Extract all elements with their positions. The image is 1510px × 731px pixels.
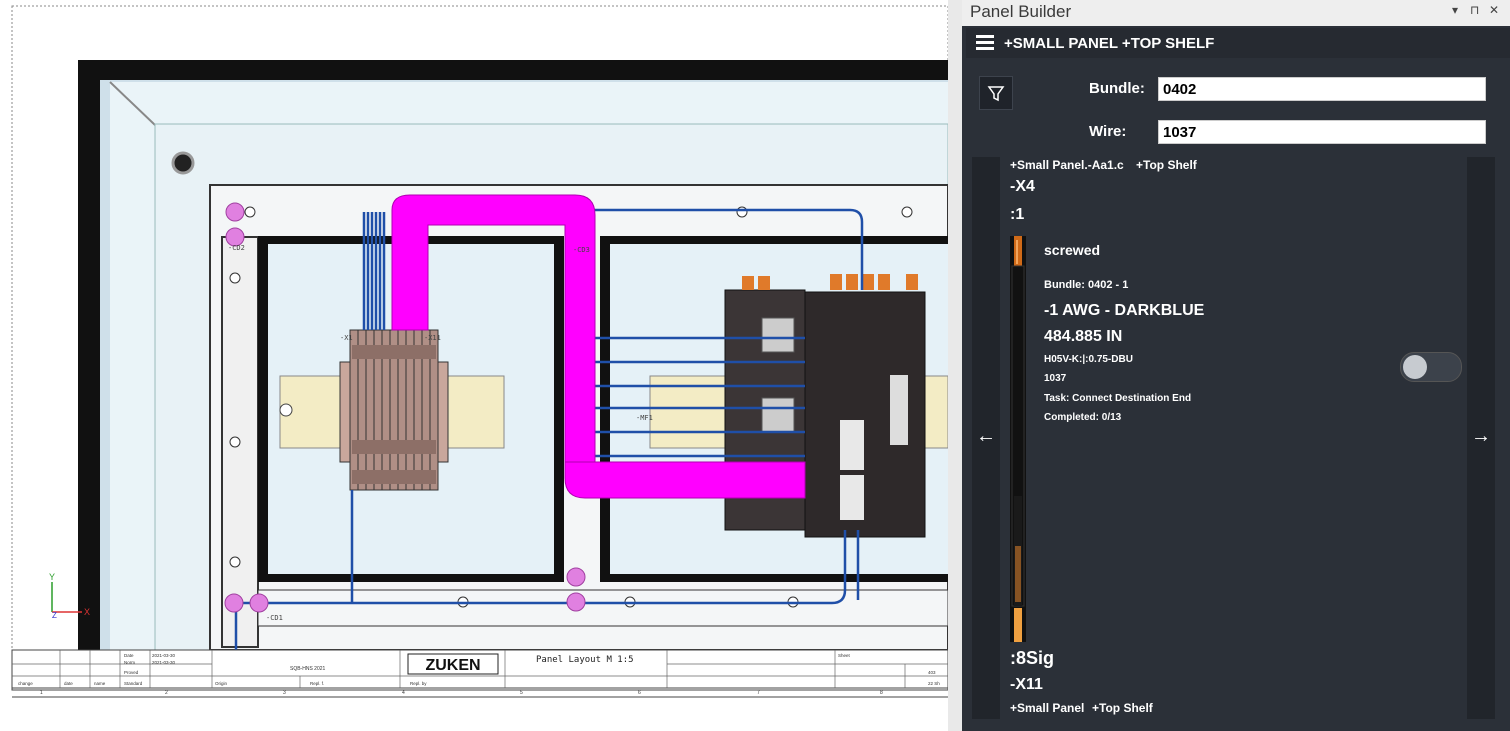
destination-pin: :8Sig <box>1010 648 1055 668</box>
svg-text:date: date <box>64 681 73 686</box>
destination-device: -X11 <box>1010 676 1043 693</box>
source-shelf: +Top Shelf <box>1136 158 1197 172</box>
svg-text:2021-03-30: 2021-03-30 <box>152 660 176 665</box>
completion-toggle[interactable] <box>1400 352 1462 382</box>
svg-text:3: 3 <box>283 690 286 696</box>
cad-drawing-canvas[interactable]: -CD2 -CD3 -CD1 -X1 -X11 -MF1 Y X Z <box>0 0 948 731</box>
close-icon[interactable]: ✕ <box>1489 3 1500 17</box>
termination-type: screwed <box>1044 242 1101 258</box>
mounting-hole-icon <box>171 151 195 175</box>
svg-text:5: 5 <box>520 690 523 696</box>
wire-id: 1037 <box>1044 373 1067 384</box>
terminal-block-x1[interactable] <box>339 329 449 491</box>
svg-text:Sheet: Sheet <box>838 653 851 658</box>
previous-wire-button[interactable]: ← <box>972 157 1000 719</box>
wire-length: 484.885 IN <box>1044 328 1123 345</box>
wire-input[interactable] <box>1158 120 1486 144</box>
destination-shelf: +Top Shelf <box>1092 701 1153 715</box>
source-location: +Small Panel.-Aa1.c <box>1010 158 1124 172</box>
label-x11: -X11 <box>424 334 441 342</box>
axis-indicator-icon: Y X Z <box>49 572 90 620</box>
svg-text:change: change <box>18 681 33 686</box>
toggle-knob <box>1403 355 1427 379</box>
svg-text:name: name <box>94 681 106 686</box>
wire-label: Wire: <box>1089 123 1127 140</box>
source-device: -X4 <box>1010 178 1035 195</box>
wire-gauge-color: -1 AWG - DARKBLUE <box>1044 302 1205 319</box>
wire-bundle-0402[interactable] <box>391 194 806 499</box>
svg-text:Standard: Standard <box>124 681 143 686</box>
arrow-right-icon: → <box>1471 425 1491 447</box>
wire-routes[interactable] <box>234 208 864 650</box>
svg-text:Proved: Proved <box>124 670 139 675</box>
svg-text:7: 7 <box>757 690 760 696</box>
svg-text:4: 4 <box>402 690 405 696</box>
svg-text:2: 2 <box>165 690 168 696</box>
svg-text:Repl. f.: Repl. f. <box>310 681 324 686</box>
destination-location: +Small Panel <box>1010 701 1085 715</box>
panel-header: +SMALL PANEL +TOP SHELF <box>966 28 1510 58</box>
completed-count: Completed: 0/13 <box>1044 412 1122 423</box>
panel-layout-drawing[interactable]: -CD2 -CD3 -CD1 -X1 -X11 -MF1 Y X Z <box>0 0 948 731</box>
label-cd3: -CD3 <box>573 246 590 254</box>
svg-text:1: 1 <box>40 690 43 696</box>
svg-text:Origin: Origin <box>215 681 228 686</box>
bundle-input[interactable] <box>1158 77 1486 101</box>
svg-text:22 Sh: 22 Sh <box>928 681 940 686</box>
dock-splitter[interactable] <box>948 0 966 731</box>
source-pin: :1 <box>1010 206 1025 223</box>
next-wire-button[interactable]: → <box>1467 157 1495 719</box>
wire-part-number: H05V-K:|:0.75-DBU <box>1044 354 1133 365</box>
svg-text:Y: Y <box>49 572 55 582</box>
arrow-left-icon: ← <box>976 425 996 447</box>
pin-icon[interactable]: ⊓ <box>1470 3 1480 17</box>
svg-text:2021-03-30: 2021-03-30 <box>152 653 176 658</box>
filter-funnel-icon <box>987 86 1005 102</box>
panel-title-bar: Panel Builder ▾ ⊓ ✕ <box>962 0 1510 26</box>
panel-builder-pane: Panel Builder ▾ ⊓ ✕ +SMALL PANEL +TOP SH… <box>962 0 1510 731</box>
dropdown-icon[interactable]: ▾ <box>1452 3 1459 17</box>
label-cd1: -CD1 <box>266 614 283 622</box>
svg-text:Date: Date <box>124 653 134 658</box>
svg-text:X: X <box>84 607 90 617</box>
svg-text:Norm: Norm <box>124 660 135 665</box>
hamburger-menu-icon[interactable] <box>976 35 994 50</box>
bundle-label: Bundle: <box>1089 80 1145 97</box>
panel-header-title: +SMALL PANEL +TOP SHELF <box>1004 35 1215 52</box>
label-cd2: -CD2 <box>228 244 245 252</box>
svg-text:Z: Z <box>52 611 57 620</box>
sheet-title: Panel Layout M 1:5 <box>536 655 634 665</box>
label-x1: -X1 <box>340 334 353 342</box>
zuken-logo: ZUKEN <box>425 657 480 674</box>
wire-visual <box>1010 236 1026 642</box>
label-mf1: -MF1 <box>636 414 653 422</box>
filter-button[interactable] <box>979 76 1013 110</box>
panel-window-title: Panel Builder <box>970 2 1072 21</box>
svg-text:Repl. by: Repl. by <box>410 681 427 686</box>
svg-text:6: 6 <box>638 690 641 696</box>
task-text: Task: Connect Destination End <box>1044 393 1192 404</box>
title-block: ZUKEN Panel Layout M 1:5 SQB-HNS 2021 ch… <box>11 649 948 698</box>
bundle-detail: Bundle: 0402 - 1 <box>1044 279 1129 291</box>
svg-text:SQB-HNS 2021: SQB-HNS 2021 <box>290 666 326 672</box>
svg-text:8: 8 <box>880 690 883 696</box>
svg-text:403: 403 <box>928 670 936 675</box>
